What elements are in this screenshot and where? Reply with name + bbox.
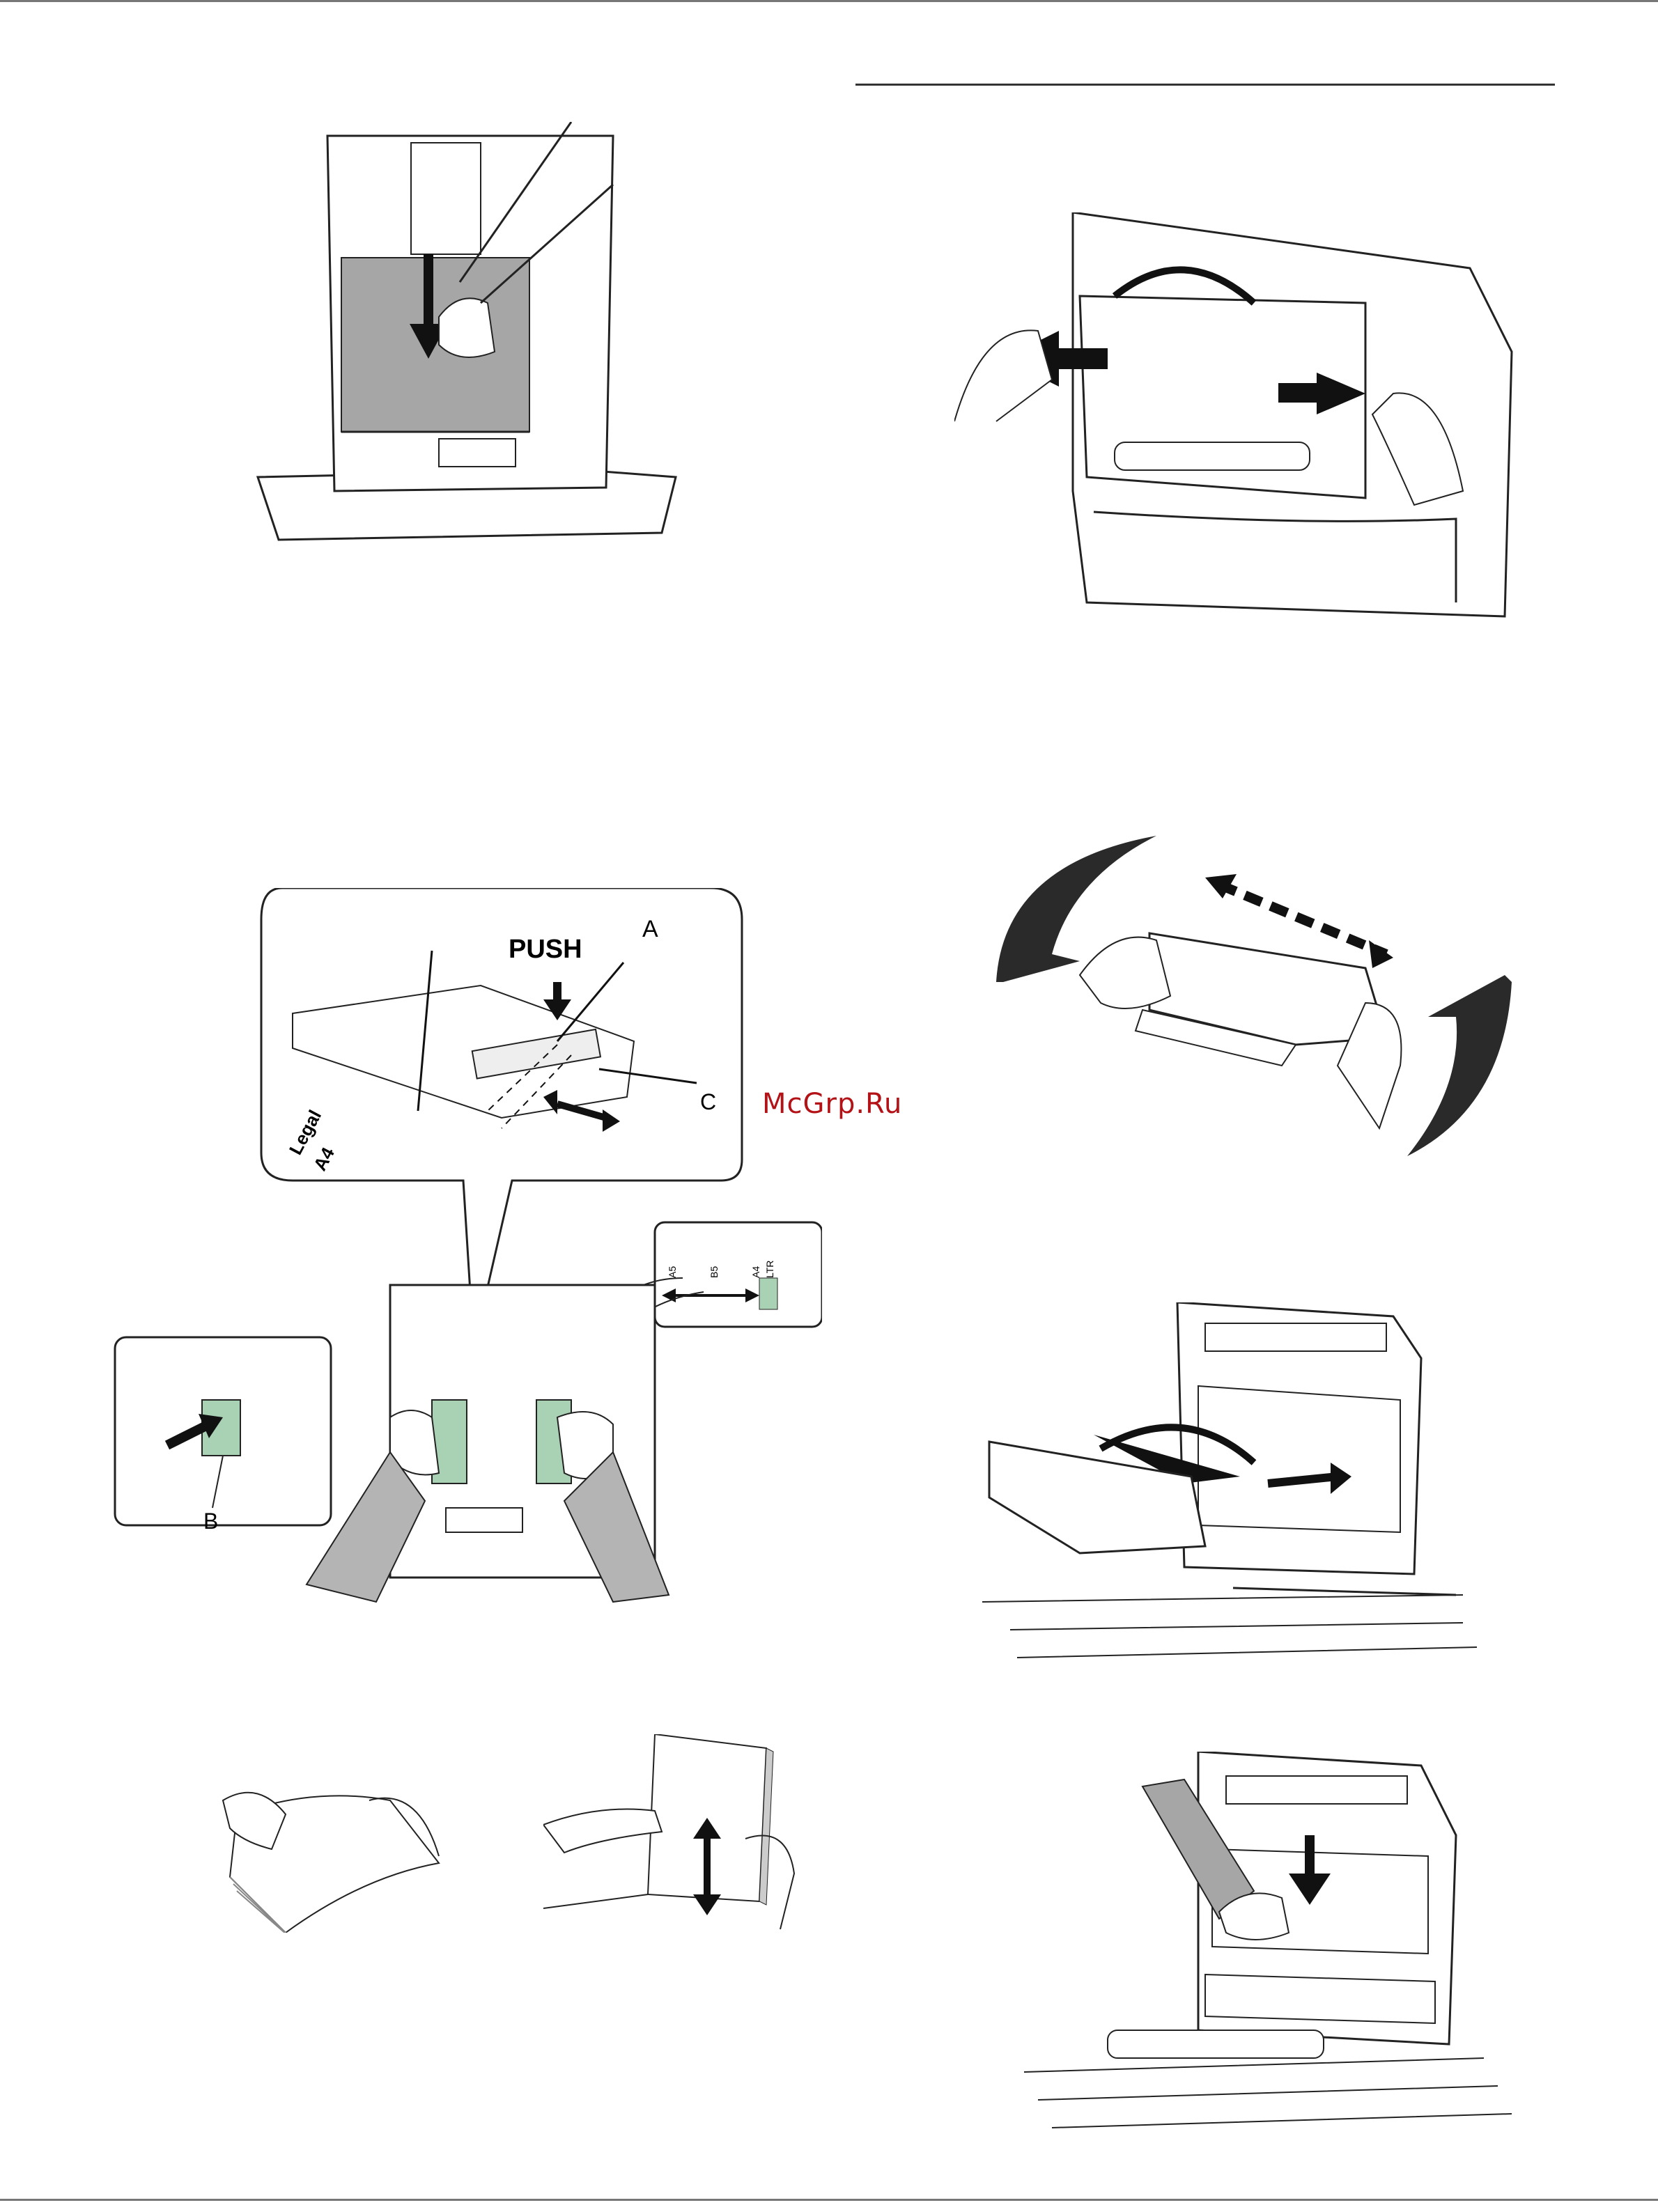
callout-label-b: B	[203, 1509, 218, 1534]
watermark: McGrp.Ru	[762, 1088, 902, 1120]
figure-tray-guide-adjust: PUSH A C Legal A4 A5 B5 A4 LTR B	[111, 888, 822, 1605]
open-cover-illustration	[954, 212, 1560, 623]
push-label: PUSH	[509, 935, 582, 964]
lock-cartridge-illustration	[1010, 1752, 1519, 2142]
callout-label-a: A	[642, 916, 658, 942]
figure-open-front-cover	[954, 212, 1560, 623]
insert-cartridge-illustration	[975, 1302, 1519, 1692]
fan-paper-illustration	[209, 1773, 460, 1933]
figure-tray-push-plate	[251, 122, 683, 547]
page-bottom-rule	[0, 2199, 1658, 2201]
shake-cartridge-illustration	[975, 836, 1533, 1163]
size-scale-inset	[655, 1222, 822, 1327]
tray-push-plate-illustration	[251, 122, 683, 547]
align-paper-illustration	[543, 1734, 808, 1943]
page-top-rule	[0, 0, 1658, 2]
scale-a4: A4	[750, 1266, 761, 1278]
figure-insert-cartridge	[975, 1302, 1519, 1692]
tray-guide-illustration: PUSH A C Legal A4 A5 B5 A4 LTR B	[111, 888, 822, 1605]
figure-fan-paper	[209, 1773, 460, 1933]
scale-a5: A5	[667, 1266, 678, 1278]
section-rule	[855, 84, 1555, 86]
figure-shake-cartridge	[975, 836, 1533, 1163]
figure-lock-cartridge	[1010, 1752, 1519, 2142]
callout-label-c: C	[700, 1089, 716, 1114]
scale-ltr: LTR	[764, 1261, 775, 1278]
scale-b5: B5	[708, 1266, 720, 1278]
figure-align-paper	[543, 1734, 808, 1943]
